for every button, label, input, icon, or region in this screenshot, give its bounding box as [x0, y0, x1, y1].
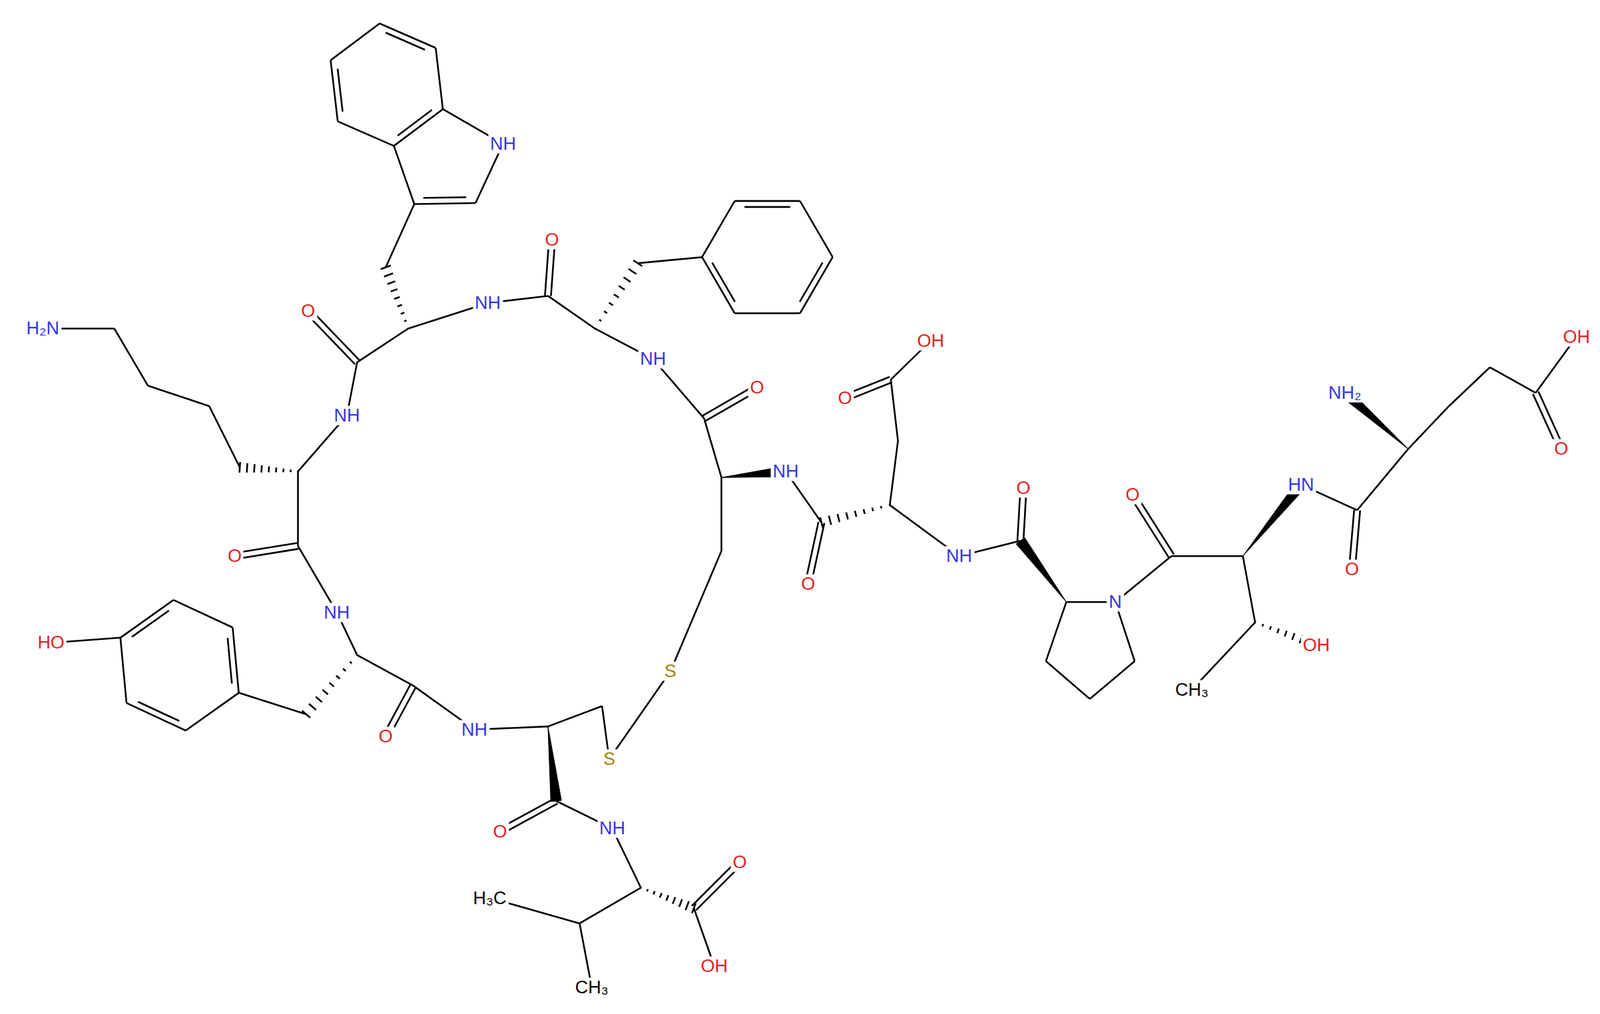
single-bond	[1243, 555, 1256, 623]
hashed-wedge-bond	[380, 265, 409, 329]
single-bond	[703, 418, 722, 478]
atom-label: OH	[914, 330, 947, 351]
atom-label: O	[1123, 485, 1142, 505]
atom-label: NH₂	[1326, 383, 1363, 403]
aromatic-double-bond	[379, 23, 436, 50]
single-bond	[330, 23, 381, 60]
single-bond	[1448, 367, 1490, 407]
atom-label: NH	[637, 349, 668, 369]
atom-label: O	[1014, 478, 1033, 498]
atom-label: O	[376, 727, 395, 747]
hashed-wedge-bond	[594, 260, 643, 329]
atom-label: NH	[332, 405, 363, 425]
single-bond	[185, 693, 240, 732]
single-bond	[1171, 555, 1243, 558]
atom-label: O	[1552, 439, 1571, 459]
single-bond	[890, 379, 899, 441]
single-bond	[734, 312, 800, 315]
single-bond	[1489, 367, 1536, 393]
single-bond	[1089, 661, 1135, 700]
atom-label: NH	[771, 462, 801, 482]
atom-label: HN	[1285, 474, 1316, 495]
hashed-wedge-bond	[302, 654, 358, 718]
wedge-bond	[1016, 537, 1067, 602]
single-bond	[356, 328, 409, 363]
atom-label: CH₃	[573, 978, 611, 998]
single-bond	[1046, 601, 1067, 662]
single-bond	[547, 295, 595, 329]
single-bond	[1356, 448, 1409, 511]
single-bond	[239, 693, 307, 715]
aromatic-double-bond	[227, 627, 240, 694]
double-bond	[234, 542, 299, 559]
hashed-wedge-bond	[820, 504, 891, 529]
atom-label: NH	[597, 818, 628, 839]
single-bond	[800, 201, 833, 258]
atom-label: HO	[35, 633, 67, 653]
atom-label: NH	[944, 546, 975, 566]
single-bond	[385, 204, 415, 268]
bond-layer	[42, 23, 1577, 988]
aromatic-double-bond	[126, 701, 186, 731]
atom-label: NH	[488, 134, 519, 154]
single-bond	[1408, 406, 1449, 449]
aromatic-double-bond	[330, 59, 343, 122]
aromatic-double-bond	[414, 197, 476, 204]
aromatic-double-bond	[799, 257, 833, 313]
single-bond	[337, 121, 394, 146]
single-bond	[701, 201, 735, 258]
wedge-bond	[547, 726, 562, 802]
single-bond	[209, 406, 240, 468]
single-bond	[120, 637, 127, 704]
atom-label: O	[835, 388, 854, 408]
atom-label: OH	[699, 956, 731, 977]
single-bond	[356, 655, 413, 686]
atom-label: CH₃	[1173, 679, 1211, 700]
single-bond	[720, 477, 723, 551]
atom-label: O	[543, 230, 562, 250]
hashed-wedge-bond	[239, 462, 299, 473]
single-bond	[637, 257, 703, 264]
aromatic-double-bond	[120, 599, 174, 638]
single-bond	[173, 599, 234, 628]
atom-label: O	[490, 822, 509, 842]
single-bond	[547, 706, 602, 728]
hashed-wedge-bond	[640, 886, 696, 913]
single-bond	[670, 551, 722, 672]
atom-label: NH	[321, 602, 352, 622]
atom-label: N	[1106, 592, 1124, 612]
aromatic-double-bond	[701, 257, 735, 313]
single-bond	[394, 145, 415, 204]
single-bond	[147, 385, 210, 407]
atom-label: O	[731, 852, 750, 872]
atom-label: O	[298, 301, 317, 321]
aromatic-double-bond	[734, 201, 800, 208]
single-bond	[609, 671, 671, 760]
atom-label: NH	[472, 293, 503, 313]
atom-label: H₃C	[471, 888, 509, 908]
atom-label: OH	[1301, 635, 1333, 655]
atom-label: H₂N	[24, 318, 62, 339]
atom-label: OH	[1561, 326, 1593, 347]
atom-label: O	[748, 378, 767, 398]
single-bond	[579, 887, 641, 924]
atom-label: NH	[459, 719, 490, 740]
single-bond	[889, 440, 898, 506]
single-bond	[296, 471, 299, 546]
atom-label: S	[601, 749, 618, 770]
single-bond	[435, 47, 443, 110]
atom-label: S	[662, 661, 679, 682]
aromatic-double-bond	[394, 109, 444, 146]
atom-label: O	[799, 573, 817, 594]
single-bond	[1046, 661, 1090, 700]
atom-label: O	[1342, 559, 1361, 580]
single-bond	[114, 328, 149, 386]
atom-label: O	[225, 546, 244, 566]
